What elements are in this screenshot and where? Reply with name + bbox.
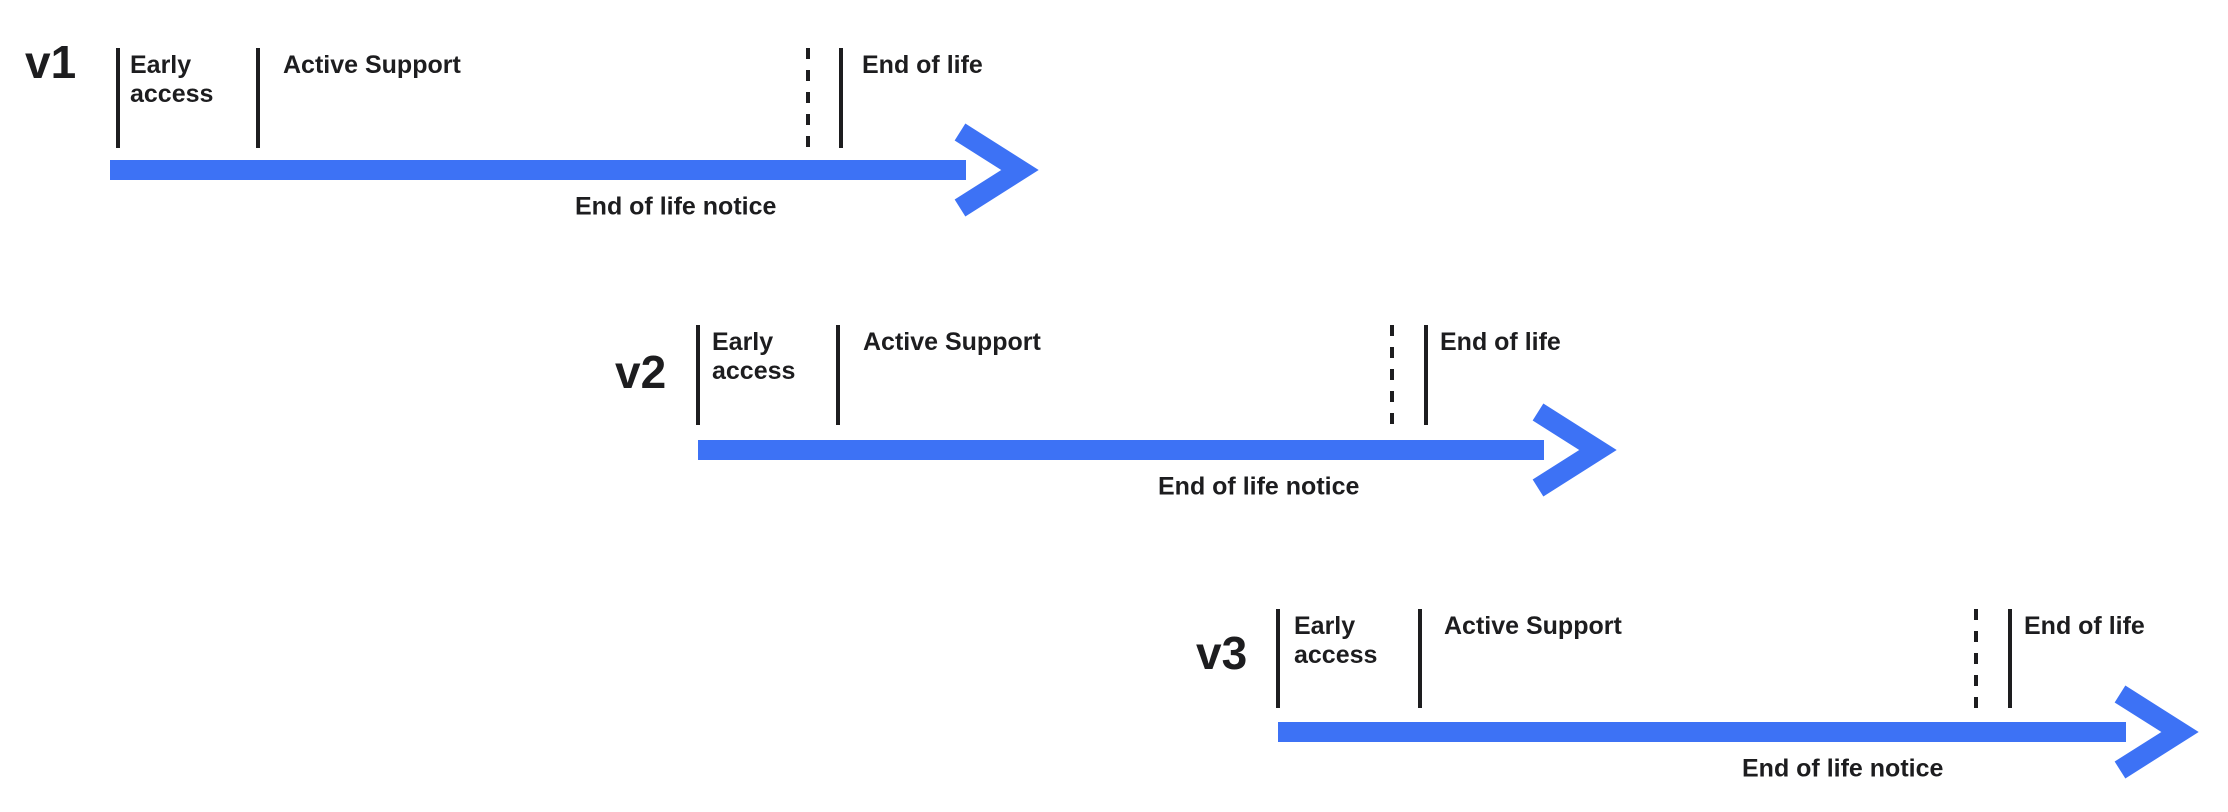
phase-label-end-of-life: End of life [862,51,983,79]
timeline-arrowhead [2114,685,2199,779]
timeline-bar [1278,722,2126,742]
phase-label-line-2: access [130,80,213,108]
phase-label-line-1: Active Support [283,51,461,79]
end-of-life-notice-label: End of life notice [1742,755,1943,783]
phase-label-active-support: Active Support [283,51,461,79]
phase-label-line-1: End of life [862,51,983,79]
timeline-arrowhead [1532,403,1617,497]
phase-label-line-1: Early [1294,612,1355,640]
phase-label-line-1: End of life [1440,328,1561,356]
end-of-life-notice-label: End of life notice [575,193,776,221]
phase-label-line-1: Early [130,51,191,79]
end-of-life-notice-label: End of life notice [1158,473,1359,501]
phase-label-end-of-life: End of life [2024,612,2145,640]
phase-label-end-of-life: End of life [1440,328,1561,356]
timeline-bar [110,160,966,180]
version-label-v2: v2 [615,346,666,398]
version-label-v1: v1 [25,36,76,88]
phase-label-active-support: Active Support [863,328,1041,356]
timeline-bar [698,440,1544,460]
phase-label-line-1: Early [712,328,773,356]
phase-label-line-1: Active Support [863,328,1041,356]
phase-label-line-1: End of life [2024,612,2145,640]
phase-label-line-2: access [712,357,795,385]
version-label-v3: v3 [1196,627,1247,679]
timeline-arrowhead [954,123,1039,217]
phase-label-line-1: Active Support [1444,612,1622,640]
phase-label-active-support: Active Support [1444,612,1622,640]
phase-label-line-2: access [1294,641,1377,669]
